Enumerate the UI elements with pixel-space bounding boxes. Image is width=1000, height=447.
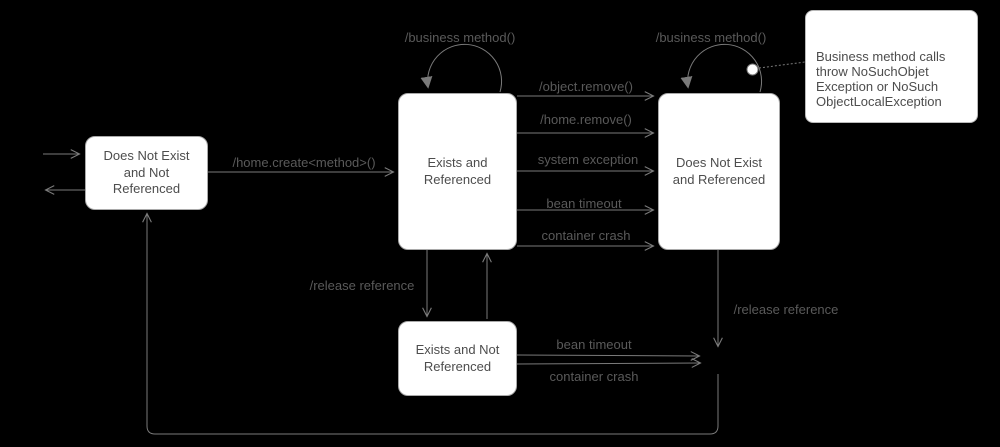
edge-business-method-loop-right[interactable] — [680, 43, 763, 93]
state-does-not-exist-and-not-referenced[interactable]: Does Not Exist and Not Referenced — [85, 136, 208, 210]
state-label: Does Not Exist and Referenced — [672, 154, 766, 187]
note-box[interactable]: Business method calls throw NoSuchObjet … — [805, 10, 978, 123]
state-does-not-exist-and-referenced[interactable]: Does Not Exist and Referenced — [658, 93, 780, 250]
edge-label-home-create: /home.create<method>() — [232, 155, 376, 170]
edge-bean-timeout-bottom[interactable] — [516, 355, 699, 356]
edge-label-object-remove: /object.remove() — [539, 79, 633, 94]
note-connector-line — [758, 61, 806, 69]
state-exists-and-not-referenced[interactable]: Exists and Not Referenced — [398, 321, 517, 396]
edge-label-container-crash-bottom: container crash — [549, 369, 639, 384]
state-label: Exists and Not Referenced — [415, 341, 500, 374]
edge-label-bean-timeout-bottom: bean timeout — [556, 337, 632, 352]
state-label: Does Not Exist and Not Referenced — [103, 147, 190, 197]
edge-label-bean-timeout-mid: bean timeout — [546, 196, 622, 211]
edge-label-release-reference-right: /release reference — [733, 302, 839, 317]
edge-label-home-remove: /home.remove() — [540, 112, 632, 127]
state-exists-and-referenced[interactable]: Exists and Referenced — [398, 93, 517, 250]
edge-feedback-loop[interactable] — [147, 214, 719, 435]
edge-label-release-reference-left: /release reference — [309, 278, 415, 293]
edge-label-container-crash-mid: container crash — [541, 228, 631, 243]
edge-label-business-method-right: /business method() — [655, 30, 767, 45]
note-connector-dot[interactable] — [746, 63, 759, 76]
edge-label-system-exception: system exception — [537, 152, 639, 167]
edge-label-business-method-mid: /business method() — [404, 30, 516, 45]
edge-business-method-loop-mid[interactable] — [420, 43, 503, 93]
edge-container-crash-bottom[interactable] — [516, 363, 700, 364]
state-label: Exists and Referenced — [423, 154, 492, 187]
note-text: Business method calls throw NoSuchObjet … — [816, 49, 946, 109]
